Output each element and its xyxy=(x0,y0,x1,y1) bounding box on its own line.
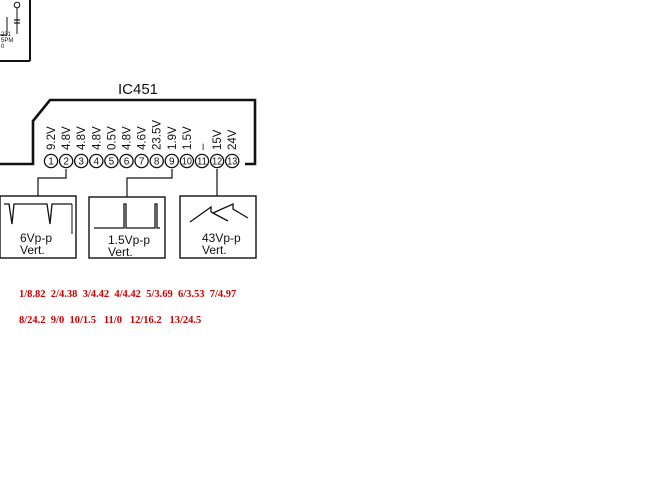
pin-8-number: 8 xyxy=(154,157,160,168)
waveform-trace-3 xyxy=(189,202,249,223)
adjacent-circuit-fragment xyxy=(0,0,31,62)
waveform-mode-3: Vert. xyxy=(202,243,227,257)
pin-6-voltage: 4.8V xyxy=(122,126,134,150)
waveform-amplitude-3: 43Vp-p xyxy=(202,231,241,245)
pin-7-number: 7 xyxy=(139,157,145,168)
pin-6-number: 6 xyxy=(124,157,130,168)
waveform-leads xyxy=(37,169,218,197)
pin-13-voltage: 24V xyxy=(227,129,239,150)
pin-5-voltage: 0.5V xyxy=(106,126,118,150)
pin-8-circle xyxy=(149,153,164,169)
pin-7-circle xyxy=(134,153,149,169)
fragment-label-2: 5PM xyxy=(1,38,13,44)
pin-13-circle xyxy=(224,153,240,169)
waveform-amplitude-2: 1.5Vp-p xyxy=(108,233,150,247)
measurement-line-1: 1/8.82 2/4.38 3/4.42 4/4.42 5/3.69 6/3.5… xyxy=(19,289,237,300)
fragment-label-1: 231 xyxy=(1,32,12,38)
waveform-amplitude-1: 6Vp-p xyxy=(20,231,52,245)
pin-2-voltage: 4.8V xyxy=(61,126,73,150)
pin-5-circle xyxy=(104,153,119,169)
pin-9-number: 9 xyxy=(169,157,175,168)
pin-12-number: 12 xyxy=(212,157,222,168)
pin-12-circle xyxy=(209,153,225,169)
pin-13-number: 13 xyxy=(227,157,237,168)
waveform-mode-1: Vert. xyxy=(20,243,45,257)
pin-6-circle xyxy=(119,153,134,169)
pin-4-voltage: 4.8V xyxy=(91,126,103,150)
waveform-box-pin-12: 43Vp-p Vert. xyxy=(179,195,257,259)
waveform-box-pin-9: 1.5Vp-p Vert. xyxy=(88,196,166,259)
pin-3-number: 3 xyxy=(78,157,84,168)
ic-title: IC451 xyxy=(118,81,158,98)
pin-12-voltage: 15V xyxy=(212,129,224,150)
fragment-label-3: 0 xyxy=(1,44,5,50)
waveform-trace-1 xyxy=(4,203,72,225)
pin-10-number: 10 xyxy=(182,157,192,168)
pin-2-number: 2 xyxy=(63,157,69,168)
pin-2-circle xyxy=(58,153,74,169)
ic-package-outline xyxy=(0,98,257,166)
pin-9-circle xyxy=(164,153,180,169)
waveform-trace-2 xyxy=(94,203,160,229)
pin-1-voltage: 9.2V xyxy=(46,126,58,150)
pin-10-voltage: 1.5V xyxy=(182,126,194,150)
pin-3-circle xyxy=(73,153,89,169)
pin-8-voltage: 23.5V xyxy=(152,120,164,150)
measurement-line-2: 8/24.2 9/0 10/1.5 11/0 12/16.2 13/24.5 xyxy=(19,315,202,326)
pin-10-circle xyxy=(179,153,195,169)
ic-pins: 1 9.2V 2 4.8V 3 4.8V 4 4.8V 5 0.5V 6 4.8V 7 4.6V 8 23.5… xyxy=(43,120,240,169)
pin-11-number: 11 xyxy=(197,157,207,168)
pin-3-voltage: 4.8V xyxy=(76,126,88,150)
pin-9-voltage: 1.9V xyxy=(167,126,179,150)
pin-11-voltage: – xyxy=(197,143,209,150)
pin-4-circle xyxy=(89,153,104,169)
waveform-box-pin-2: 6Vp-p Vert. xyxy=(0,195,77,259)
pin-1-number: 1 xyxy=(48,157,54,168)
pin-11-circle xyxy=(194,153,210,169)
pin-7-voltage: 4.6V xyxy=(137,126,149,150)
waveform-mode-2: Vert. xyxy=(108,245,133,259)
pin-1-circle xyxy=(43,153,59,169)
pin-4-number: 4 xyxy=(94,157,100,168)
pin-5-number: 5 xyxy=(109,157,115,168)
